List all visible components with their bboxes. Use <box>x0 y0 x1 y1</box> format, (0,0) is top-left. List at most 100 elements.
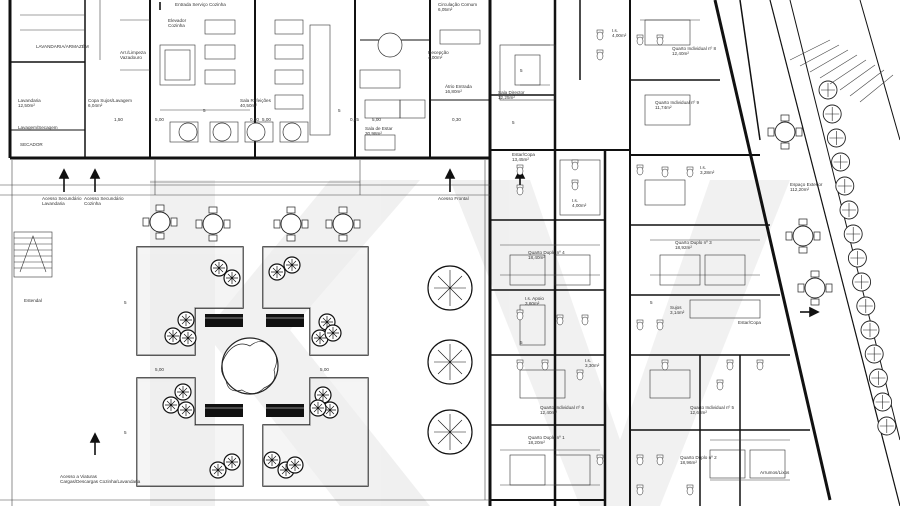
dim-label: 0,30 <box>250 117 259 122</box>
toilet-icon <box>636 164 644 176</box>
toilet-icon <box>686 166 694 178</box>
toilet-icon <box>661 359 669 371</box>
hatch-line <box>829 59 867 85</box>
boundary-tree-icon <box>864 344 884 364</box>
room-is-3: I.s.3,30m² <box>585 358 600 368</box>
bedroom-furniture <box>509 19 786 486</box>
dim-label: 5 <box>520 340 523 345</box>
boundary-trees <box>789 39 897 436</box>
room-estendal: Estendal <box>24 298 42 303</box>
toilet-icon <box>661 166 669 178</box>
boundary-tree-icon <box>835 176 855 196</box>
dining-furniture <box>159 19 556 151</box>
patio-tables <box>142 114 833 306</box>
shrub-icon <box>177 311 195 329</box>
benches <box>205 314 304 417</box>
boundary-tree-icon <box>826 128 846 148</box>
central-tree-icon <box>221 337 279 395</box>
access-arrows <box>58 2 820 455</box>
room-is-2: I.s.3,28m² <box>700 165 715 175</box>
boundary-tree-icon <box>839 200 859 220</box>
shrub-icon <box>309 399 327 417</box>
toilet-icon <box>596 454 604 466</box>
toilet-icon <box>516 184 524 196</box>
shrub-icon <box>162 396 180 414</box>
toilet-icon <box>516 359 524 371</box>
patio-table-icon <box>325 206 361 242</box>
boundary-tree-icon <box>877 416 897 436</box>
patio-table-icon <box>195 206 231 242</box>
round-dining-tables <box>178 32 403 142</box>
toilet-icon <box>596 29 604 41</box>
shrub-icon <box>223 453 241 471</box>
boundary-tree-icon <box>847 248 867 268</box>
room-lavagem: Lavagem/Secagem <box>18 125 58 130</box>
shrub-icon <box>174 383 192 401</box>
toilet-icon <box>516 164 524 176</box>
hatch-line <box>849 69 885 97</box>
shrub-icon <box>268 263 286 281</box>
patio-table-icon <box>142 204 178 240</box>
toilet-icon <box>581 314 589 326</box>
dim-label: 5,00 <box>155 117 164 122</box>
patio-table-icon <box>767 114 803 150</box>
hatch-line <box>839 64 876 91</box>
access-frontal: Acesso Frontal <box>438 196 469 201</box>
room-entrada-servico: Entrada Serviço Cozinha <box>175 2 226 7</box>
shrub-icon <box>210 259 228 277</box>
bench-slats <box>205 317 304 409</box>
hatch-line <box>819 54 858 79</box>
dim-label: 5 <box>124 430 127 435</box>
shrub-icon <box>164 327 182 345</box>
dim-label: 5 <box>520 68 523 73</box>
toilet-icon <box>636 454 644 466</box>
toilet-icon <box>686 484 694 496</box>
shrub-icon <box>324 324 342 342</box>
hatch-line <box>809 49 849 73</box>
toilet-icon <box>541 359 549 371</box>
sanitary-fixtures <box>516 29 764 496</box>
dim-label: 5 <box>124 300 127 305</box>
patio-table-icon <box>273 206 309 242</box>
dim-label: 5 <box>650 300 653 305</box>
hatch-line <box>789 39 831 61</box>
shrub-icon <box>177 401 195 419</box>
toilet-icon <box>656 319 664 331</box>
toilet-icon <box>656 34 664 46</box>
courtyard-tree-branches <box>434 270 466 450</box>
dim-label: 5 <box>512 120 515 125</box>
shrubs <box>162 256 342 479</box>
dim-label: 1,50 <box>114 117 123 122</box>
room-copa-bottom: Estar/Copa <box>738 320 761 325</box>
shrub-icon <box>286 456 304 474</box>
boundary-tree-icon <box>860 320 880 340</box>
toilet-icon <box>516 309 524 321</box>
room-arrumo-lixos: Arrumos/Lixos <box>760 470 790 475</box>
boundary-tree-icon <box>818 80 838 100</box>
dim-label: 5,00 <box>262 117 271 122</box>
patio-table-icon <box>785 218 821 254</box>
stairs <box>13 231 53 278</box>
toilet-icon <box>576 369 584 381</box>
toilet-icon <box>636 319 644 331</box>
toilet-icon <box>756 359 764 371</box>
shrub-icon <box>311 329 329 347</box>
toilet-icon <box>556 314 564 326</box>
boundary-tree-icon <box>856 296 876 316</box>
dim-label: 5 <box>203 108 206 113</box>
